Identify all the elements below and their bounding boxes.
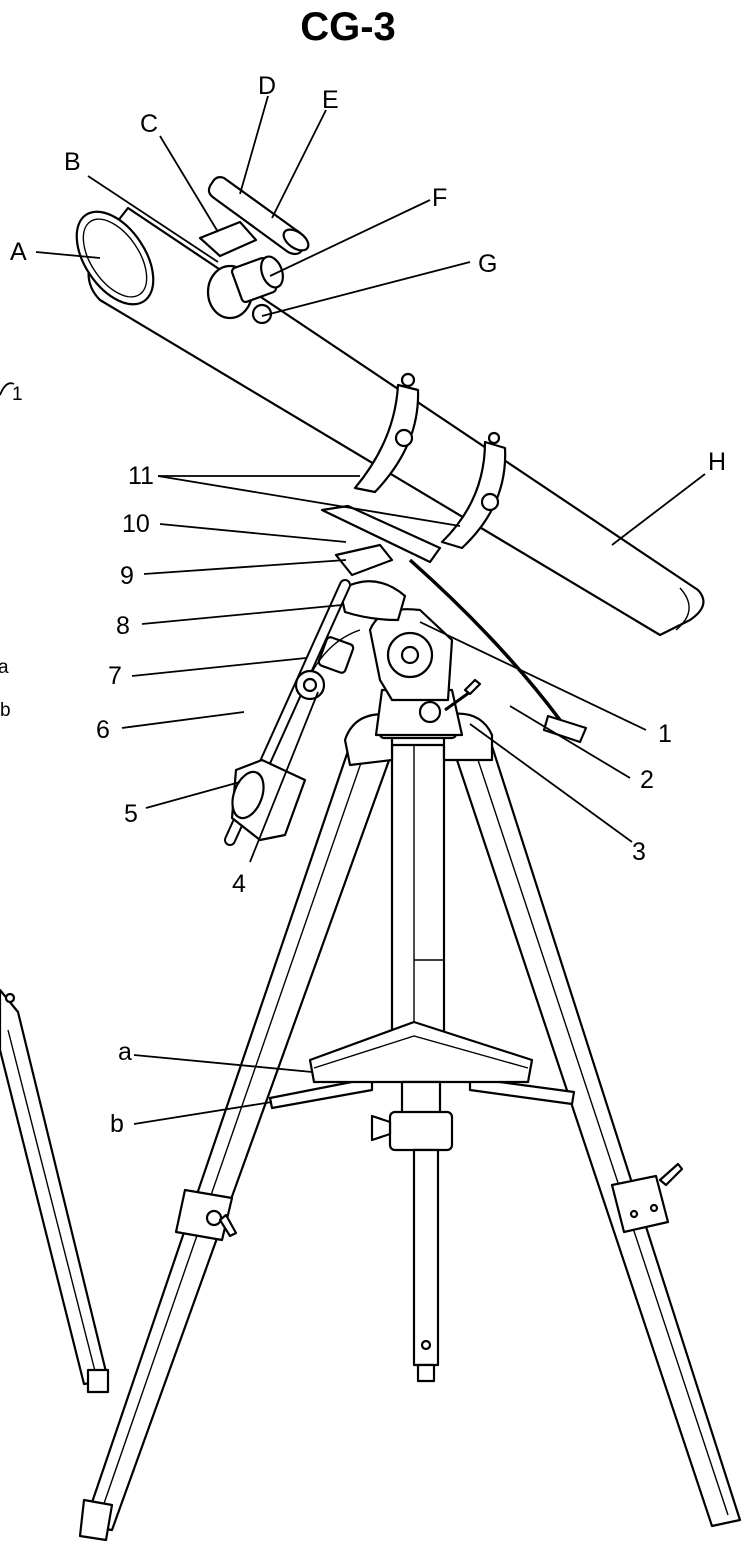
ra-slow-motion-cable xyxy=(408,558,562,722)
telescope xyxy=(75,176,705,637)
tube-ring-front xyxy=(353,383,420,494)
label-3: 3 xyxy=(632,838,646,866)
label-a: a xyxy=(118,1038,132,1066)
tripod-leg-left xyxy=(82,743,394,1532)
leg-clamp-left xyxy=(174,1188,234,1242)
label-2: 2 xyxy=(640,766,654,794)
tripod-leg-center xyxy=(390,743,446,1067)
label-4: 4 xyxy=(232,870,246,898)
tray-spreader-arm-left xyxy=(268,1076,374,1110)
fragment-label-1: 1 xyxy=(12,384,23,405)
label-A: A xyxy=(10,238,27,266)
leader-lines xyxy=(0,95,706,1125)
label-8: 8 xyxy=(116,612,130,640)
accessory-tray xyxy=(308,1020,534,1084)
label-7: 7 xyxy=(108,662,122,690)
part-labels: A B C D E F G H 11 10 9 8 7 6 5 4 1 2 3 … xyxy=(0,72,726,1138)
fragment-label-a: a xyxy=(0,657,9,678)
label-C: C xyxy=(140,110,158,138)
tube-front-aperture xyxy=(75,210,155,306)
tripod-leg-right xyxy=(450,738,742,1528)
cropped-leg-fragment xyxy=(0,988,110,1394)
label-D: D xyxy=(258,72,276,100)
label-B: B xyxy=(64,148,81,176)
label-G: G xyxy=(478,250,497,278)
finderscope-bracket xyxy=(198,220,258,258)
label-F: F xyxy=(432,184,447,212)
label-11: 11 xyxy=(128,462,154,490)
label-H: H xyxy=(708,448,726,476)
tray-spreader-arm-right xyxy=(468,1076,576,1106)
fragment-label-b: b xyxy=(0,700,11,721)
dec-head xyxy=(334,543,394,577)
leg-clamp-right xyxy=(610,1174,670,1234)
label-E: E xyxy=(322,86,339,114)
diagram-title: CG-3 xyxy=(300,5,396,49)
label-b: b xyxy=(110,1110,124,1138)
focuser xyxy=(206,255,284,325)
label-9: 9 xyxy=(120,562,134,590)
center-column-clamp xyxy=(388,1110,454,1152)
label-5: 5 xyxy=(124,800,138,828)
tripod xyxy=(78,706,742,1542)
tube-ring-rear xyxy=(440,440,507,550)
label-1: 1 xyxy=(658,720,672,748)
equatorial-mount xyxy=(224,504,588,846)
label-6: 6 xyxy=(96,716,110,744)
label-10: 10 xyxy=(122,510,150,538)
tube-saddle xyxy=(320,504,442,564)
